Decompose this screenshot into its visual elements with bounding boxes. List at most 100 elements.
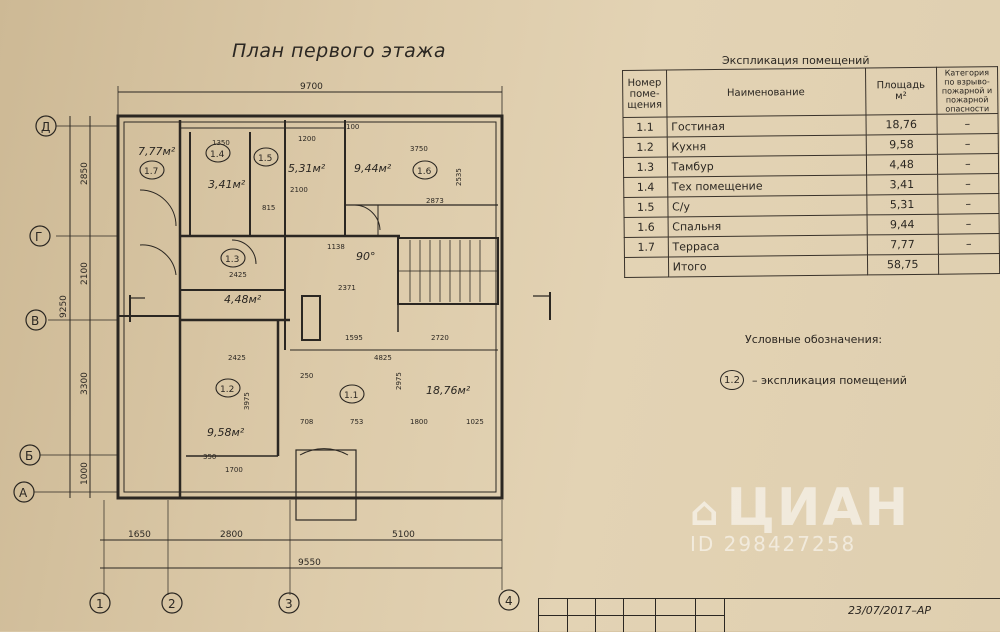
dim-inner: 1138 xyxy=(327,243,345,251)
dim-left-2: 2100 xyxy=(80,262,90,285)
room-id-1-3: 1.3 xyxy=(225,255,239,265)
room-id-1-5: 1.5 xyxy=(258,154,272,164)
row-category: – xyxy=(936,133,999,155)
row-area: 5,31 xyxy=(866,194,938,215)
total-label: Итого xyxy=(668,254,868,278)
row-area: 9,44 xyxy=(866,214,938,235)
row-num: 1.2 xyxy=(623,137,668,158)
dim-inner: 2425 xyxy=(228,354,246,362)
dim-left-total: 9250 xyxy=(59,295,69,318)
axis-label-a: А xyxy=(19,486,28,500)
chimney xyxy=(301,295,321,341)
explication-table: Номер поме- щения Наименование Площадь м… xyxy=(622,66,1000,278)
row-name: Тех помещение xyxy=(667,174,867,198)
dim-inner: 2535 xyxy=(455,168,463,186)
dim-inner: 1800 xyxy=(410,418,428,426)
row-area: 9,58 xyxy=(865,134,938,155)
row-area: 3,41 xyxy=(866,174,938,195)
dim-inner: 753 xyxy=(350,418,363,426)
dim-bottom-3: 5100 xyxy=(392,530,415,540)
room-id-1-7: 1.7 xyxy=(144,167,158,177)
watermark-brand: ЦИАН xyxy=(726,478,911,538)
room-id-1-2: 1.2 xyxy=(220,385,234,395)
legend-text: – экспликация помещений xyxy=(752,373,907,387)
total-num-empty xyxy=(624,257,669,278)
legend-room-mark: 1.2 xyxy=(720,370,744,390)
dim-inner: 2100 xyxy=(290,186,308,194)
explication-title: Экспликация помещений xyxy=(722,54,870,67)
outer-wall xyxy=(116,114,504,500)
row-area: 4,48 xyxy=(866,154,938,175)
dim-bottom-2: 2800 xyxy=(220,530,243,540)
dim-inner: 2873 xyxy=(426,197,444,205)
row-name: Кухня xyxy=(666,134,867,158)
room-area-1-5: 5,31м² xyxy=(288,162,326,175)
header-area: Площадь м² xyxy=(865,67,937,115)
room-area-1-7: 7,77м² xyxy=(138,145,176,158)
dim-inner: 1595 xyxy=(345,334,363,342)
room-area-1-3: 4,48м² xyxy=(224,293,262,306)
plan-title: План первого этажа xyxy=(232,40,447,62)
row-name: Спальня xyxy=(667,214,867,238)
axis-label-g: Г xyxy=(35,230,42,244)
dim-inner: 350 xyxy=(203,453,216,461)
dim-inner: 1700 xyxy=(225,466,243,474)
axis-label-b: Б xyxy=(25,449,33,463)
watermark-logo: ⌂ЦИАН xyxy=(690,478,910,538)
axis-label-d: Д xyxy=(41,120,50,134)
total-category-empty xyxy=(938,253,1000,275)
axis-label-3: 3 xyxy=(285,597,293,611)
dim-bottom-1: 1650 xyxy=(128,530,151,540)
watermark: ⌂ЦИАН ID 298427258 xyxy=(690,478,910,556)
dim-inner: 1200 xyxy=(298,135,316,143)
header-category: Категория по взрыво- пожарной и пожарной… xyxy=(936,66,998,115)
dim-inner: 3975 xyxy=(243,392,251,410)
room-area-1-6: 9,44м² xyxy=(354,162,392,175)
row-area: 18,76 xyxy=(865,114,937,135)
axis-label-4: 4 xyxy=(505,594,513,608)
row-category: – xyxy=(937,193,1000,215)
dim-inner: 100 xyxy=(346,123,359,131)
dim-inner: 815 xyxy=(262,204,275,212)
row-name: С/у xyxy=(667,194,867,218)
dim-inner: 2975 xyxy=(395,372,403,390)
dim-inner: 250 xyxy=(300,372,313,380)
row-num: 1.1 xyxy=(622,117,667,138)
row-name: Гостиная xyxy=(666,114,866,138)
table-header-row: Номер поме- щения Наименование Площадь м… xyxy=(622,66,998,118)
total-area: 58,75 xyxy=(867,254,939,275)
row-category: – xyxy=(937,213,1000,235)
watermark-id: ID 298427258 xyxy=(690,532,857,556)
room-area-1-4: 3,41м² xyxy=(208,178,246,191)
room-area-1-2: 9,58м² xyxy=(207,426,245,439)
dim-inner: 3750 xyxy=(410,145,428,153)
room-id-1-6: 1.6 xyxy=(417,167,432,177)
axis-label-2: 2 xyxy=(168,597,176,611)
dim-inner: 2425 xyxy=(229,271,247,279)
dim-inner: 1350 xyxy=(212,139,230,147)
dim-inner: 2720 xyxy=(431,334,449,342)
row-category: – xyxy=(937,173,999,195)
axis-label-1: 1 xyxy=(96,597,104,611)
room-id-1-4: 1.4 xyxy=(210,150,225,160)
row-num: 1.7 xyxy=(624,237,669,258)
title-block xyxy=(538,598,1000,632)
dim-inner: 708 xyxy=(300,418,313,426)
legend-title: Условные обозначения: xyxy=(745,333,883,346)
dim-top-total: 9700 xyxy=(300,82,323,92)
drawing-code: 23/07/2017–АР xyxy=(848,604,932,617)
legend-item: 1.2 – экспликация помещений xyxy=(720,370,907,390)
row-name: Тамбур xyxy=(667,154,867,178)
table-total-row: Итого 58,75 xyxy=(624,253,1000,278)
row-category: – xyxy=(936,113,999,135)
row-num: 1.6 xyxy=(624,217,668,238)
dim-left-4: 1000 xyxy=(80,462,90,485)
row-category: – xyxy=(937,153,999,175)
axis-label-v: В xyxy=(31,314,39,328)
title-block-divider xyxy=(539,615,724,616)
dim-inner: 4825 xyxy=(374,354,392,362)
door-angle-note: 90° xyxy=(356,250,376,263)
row-num: 1.3 xyxy=(623,157,668,178)
header-num: Номер поме- щения xyxy=(622,70,667,118)
